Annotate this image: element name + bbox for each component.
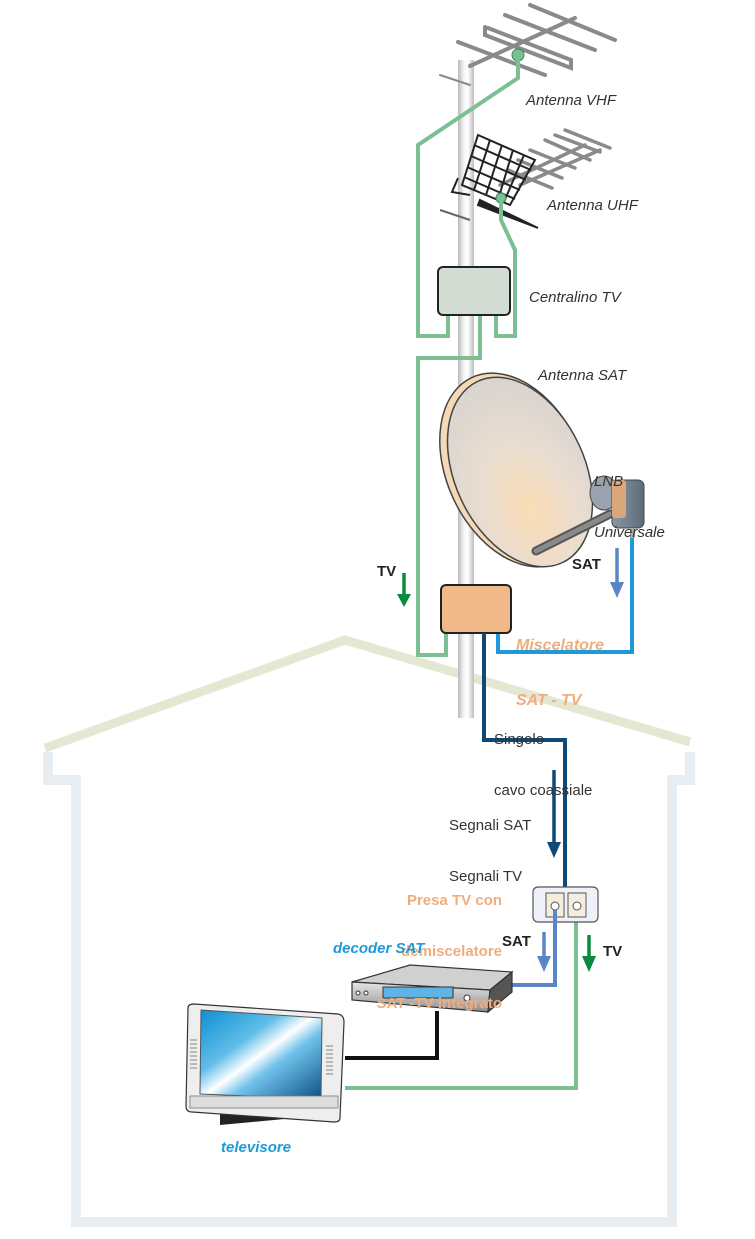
sat-dish	[439, 372, 615, 568]
cable-uhf-to-centralino	[494, 202, 517, 338]
tv-cables	[345, 58, 578, 1090]
label-cavo-line1: Singolo	[494, 730, 545, 748]
label-centralino-tv: Centralino TV	[529, 289, 621, 306]
label-presa: Presa TV con demiscelatore SAT -TV integ…	[372, 857, 502, 1030]
label-decoder-sat: decoder SAT	[333, 940, 425, 957]
house-roof	[43, 635, 692, 753]
sat-arrow-upper	[610, 548, 624, 598]
miscelatore-box	[440, 584, 512, 634]
label-miscelatore-line1: Miscelatore	[516, 636, 605, 654]
label-segnali-line1: Segnali SAT	[449, 816, 532, 834]
label-cavo-line2: cavo coassiale	[494, 782, 593, 800]
sat-port	[550, 901, 560, 911]
vhf-antenna	[439, 3, 617, 86]
uhf-reflector-grid	[450, 133, 539, 229]
label-segnali-line2: Segnali TV	[449, 868, 523, 886]
cable-centralino-to-mixer	[416, 310, 482, 657]
label-miscelatore: Miscelatore SAT - TV	[516, 600, 604, 729]
label-televisore: televisore	[221, 1139, 292, 1156]
signals-arrow	[547, 770, 561, 858]
label-miscelatore-line2: SAT - TV	[516, 691, 582, 709]
tv-port	[572, 901, 582, 911]
label-lnb: LNB Universale	[594, 438, 665, 559]
cable-presa-to-decoder	[510, 910, 557, 987]
centralino-tv-box	[437, 266, 511, 316]
cable-single-coax	[482, 633, 567, 888]
label-segnali: Segnali SAT Segnali TV	[449, 782, 531, 903]
lnb-universale	[589, 475, 645, 538]
house-wall	[43, 752, 695, 1227]
cable-lnb-to-mixer	[496, 538, 634, 654]
label-presa-line3: SAT -TV integrato	[376, 995, 502, 1012]
sat-arrow-lower	[537, 932, 551, 972]
uhf-feed-point	[495, 192, 507, 204]
label-presa-line2: demiscelatore	[401, 943, 502, 961]
cable-vhf-to-centralino	[416, 58, 520, 338]
decoder-sat	[351, 964, 514, 1014]
label-cavo: Singolo cavo coassiale	[494, 696, 592, 817]
uhf-antenna	[439, 128, 612, 229]
label-antenna-vhf: Antenna VHF	[526, 92, 617, 109]
label-sat-lower: SAT	[502, 933, 531, 950]
label-tv-upper: TV	[377, 563, 397, 580]
tv-arrow-lower	[582, 935, 596, 972]
label-presa-line1: Presa TV con	[406, 891, 502, 909]
label-lnb-line2: Universale	[594, 524, 665, 542]
cable-presa-to-tv	[345, 922, 578, 1090]
cable-decoder-to-tv	[345, 1011, 439, 1060]
label-antenna-sat: Antenna SAT	[538, 367, 627, 384]
televisore	[185, 1003, 345, 1125]
house-outline	[43, 635, 695, 1227]
tv-arrow-upper	[397, 573, 411, 607]
label-antenna-uhf: Antenna UHF	[547, 197, 638, 214]
label-tv-lower: TV	[603, 943, 623, 960]
presa-tv-socket	[532, 886, 599, 923]
label-lnb-line1: LNB	[594, 472, 624, 490]
label-sat-upper: SAT	[572, 556, 601, 573]
